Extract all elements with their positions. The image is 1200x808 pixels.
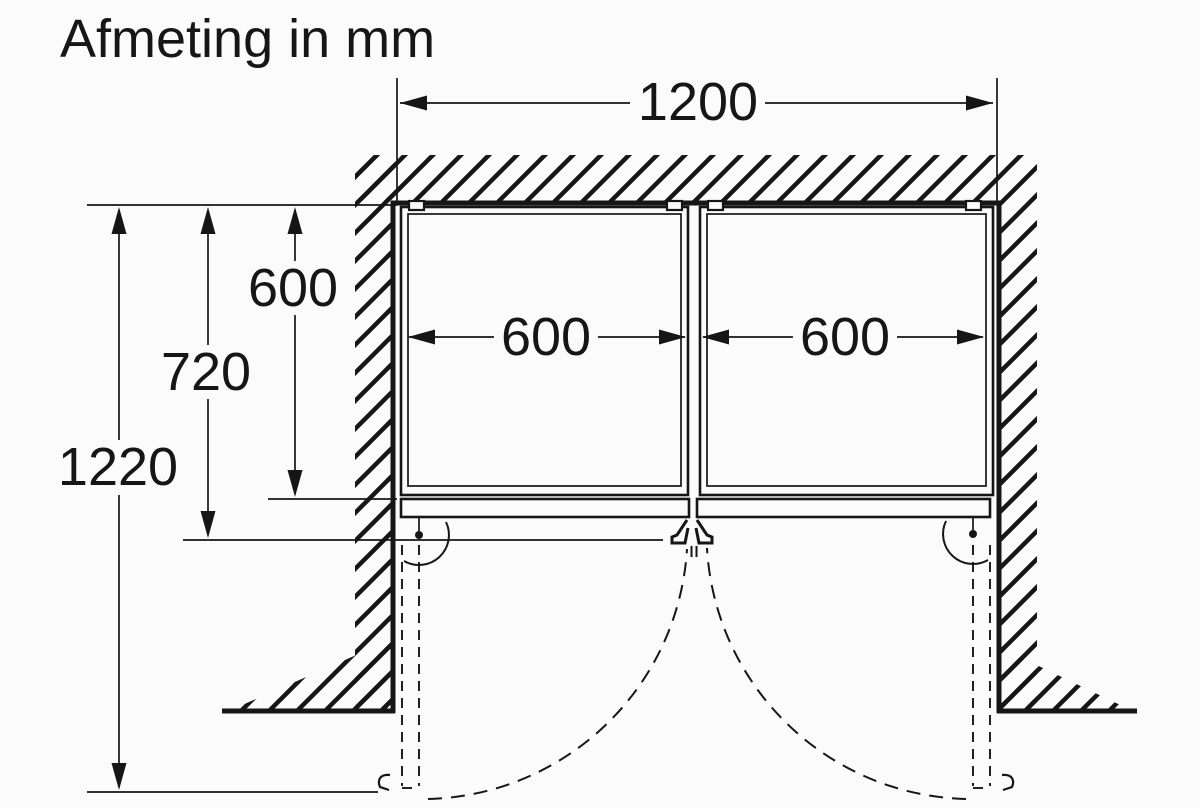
- hinge-tabs: [407, 199, 983, 212]
- right-hinge-arc: [942, 520, 989, 565]
- wall-top-band: [355, 155, 1037, 201]
- dim-label-right-unit-width: 600: [792, 310, 898, 364]
- bracket-center-ticks: [690, 546, 698, 557]
- bracket-left-leg: [670, 519, 690, 545]
- wall-right-strip: [997, 201, 1037, 713]
- right-door-swing-arc: [706, 547, 967, 800]
- right-door-handle-open: [1001, 773, 1015, 792]
- right-door-open-outline: [972, 545, 991, 789]
- wall-edges: [222, 200, 1137, 714]
- wall-bottom-left-corner: [224, 638, 395, 713]
- hinge-tab: [964, 199, 983, 212]
- dim-label-depth-door-open: 1220: [50, 440, 186, 494]
- left-appliance-inner: [407, 213, 682, 487]
- left-door-handle-open: [377, 773, 391, 792]
- hinge-tab: [407, 199, 426, 212]
- dim-label-niche-depth: 600: [240, 261, 346, 315]
- dim-label-niche-width: 1200: [630, 75, 766, 129]
- center-door-bracket: [670, 519, 714, 545]
- left-door-closed: [399, 497, 691, 519]
- dim-label-left-unit-width: 600: [493, 310, 599, 364]
- wall-hatching: [224, 155, 1137, 713]
- hinge-tab: [665, 199, 684, 212]
- wall-bottom-right-corner: [997, 646, 1137, 713]
- diagram-title: Afmeting in mm: [60, 9, 436, 69]
- wall-left-strip: [355, 155, 395, 713]
- left-hinge-arc: [403, 521, 450, 566]
- dimension-arrowheads: [111, 95, 993, 790]
- left-door-open-outline: [401, 545, 420, 789]
- right-appliance-inner: [706, 213, 987, 487]
- right-door-closed: [695, 497, 992, 519]
- right-appliance-body: [698, 205, 995, 497]
- dimension-lines: [87, 78, 998, 793]
- right-hinge-pivot: [969, 530, 977, 538]
- dim-label-depth-incl-door: 720: [153, 345, 259, 399]
- left-door-swing-arc: [427, 548, 688, 800]
- appliance-bodies: [399, 199, 995, 557]
- left-hinge-pivot: [415, 531, 423, 539]
- door-swing: [377, 518, 1015, 800]
- hinge-tab: [706, 199, 725, 212]
- left-appliance-body: [399, 205, 690, 497]
- bracket-right-leg: [694, 519, 714, 545]
